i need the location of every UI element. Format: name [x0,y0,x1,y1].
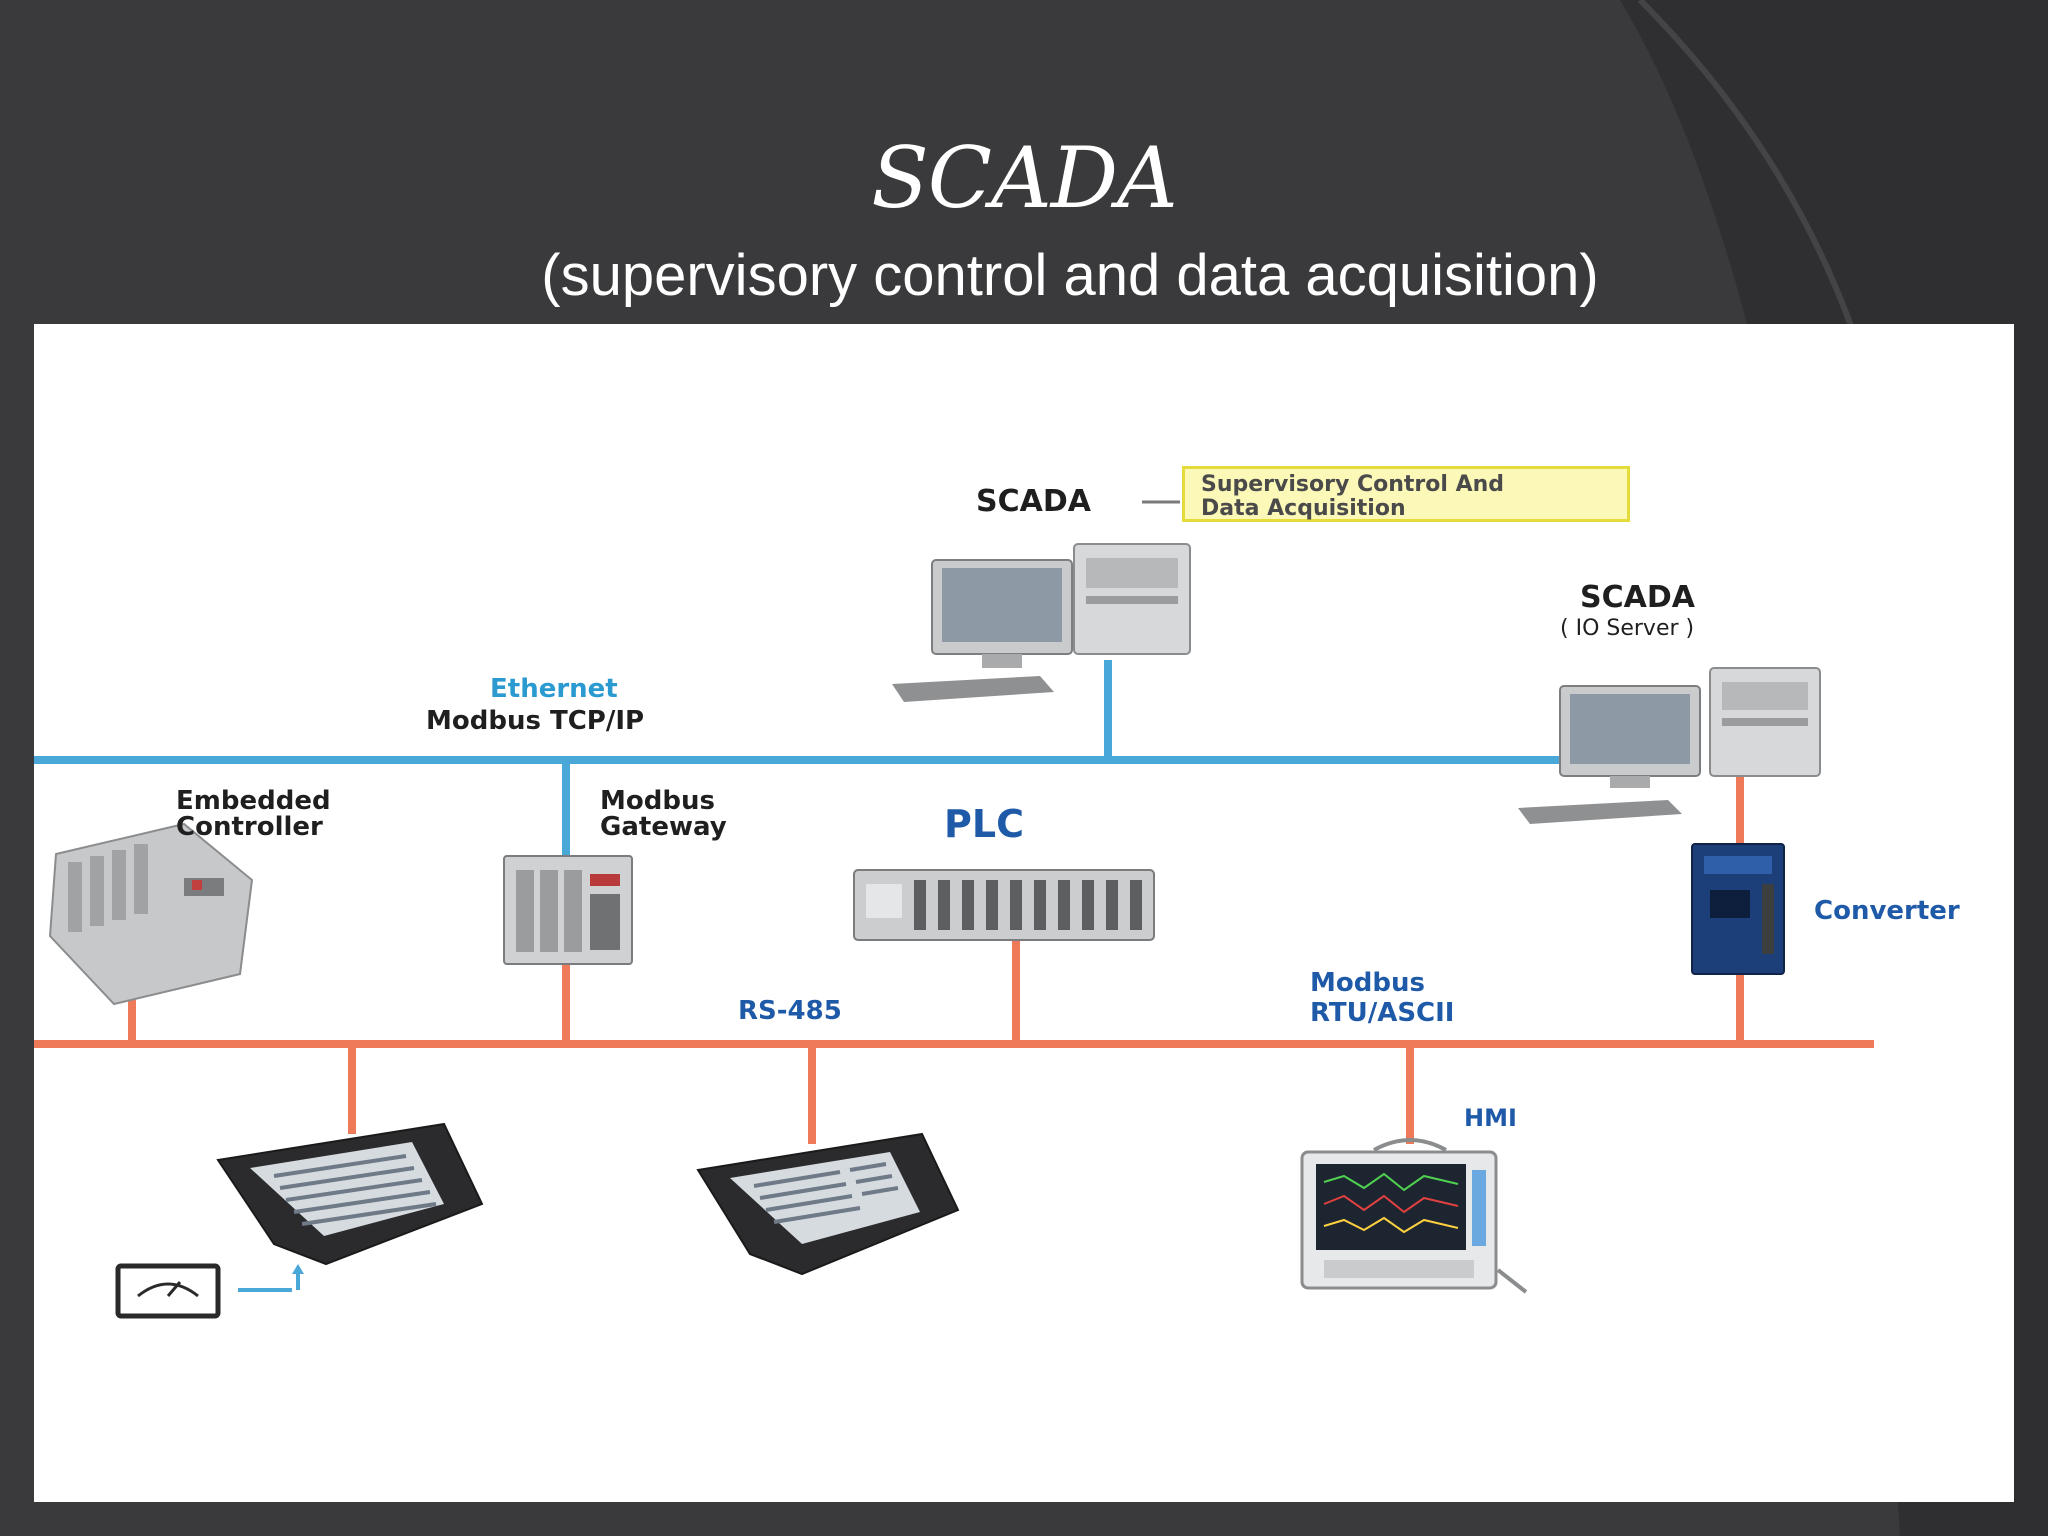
rs485-label: RS-485 [738,996,842,1026]
modbus-gateway-label: Modbus Gateway [600,788,727,840]
modbus-gateway-line2: Gateway [600,812,727,842]
scada-callout: Supervisory Control And Data Acquisition [1182,466,1630,522]
meter-icon [115,1263,221,1319]
diagram-drawing [34,500,1874,1319]
embedded-controller-line2: Controller [176,812,323,842]
meter-arrow-icon [238,1264,304,1292]
touch-panel-left-icon [216,1122,484,1266]
modbus-gateway-line1: Modbus [600,786,715,816]
converter-icon [1691,843,1785,975]
scada-label: SCADA [976,484,1091,519]
slide-subtitle: (supervisory control and data acquisitio… [541,243,1599,308]
io-server-sublabel: ( IO Server ) [1560,616,1695,641]
ethernet-label: Ethernet [490,674,618,704]
modbus-tcp-label: Modbus TCP/IP [426,706,645,736]
io-server-label: SCADA [1580,580,1695,615]
embedded-controller-line1: Embedded [176,786,331,816]
scada-callout-line1: Supervisory Control And [1201,472,1505,497]
touch-panel-center-icon [696,1132,960,1276]
modbus-rtu-line2: RTU/ASCII [1310,998,1455,1028]
scada-callout-line2: Data Acquisition [1201,496,1406,521]
plc-label: PLC [944,802,1024,846]
modbus-rtu-line1: Modbus [1310,968,1425,998]
embedded-controller-icon [48,822,254,1006]
modbus-rtu-label: Modbus RTU/ASCII [1310,968,1454,1028]
embedded-controller-label: Embedded Controller [176,788,331,840]
slide-title: SCADA [871,129,1178,227]
converter-label: Converter [1814,896,1960,926]
scada-diagram: SCADA Supervisory Control And Data Acqui… [34,324,2014,1502]
hmi-icon [1300,1138,1528,1294]
modbus-gateway-icon [503,855,633,965]
scada-workstation-icon [892,543,1191,702]
hmi-label: HMI [1464,1104,1517,1132]
plc-icon [853,869,1155,941]
io-server-workstation-icon [1518,667,1821,824]
